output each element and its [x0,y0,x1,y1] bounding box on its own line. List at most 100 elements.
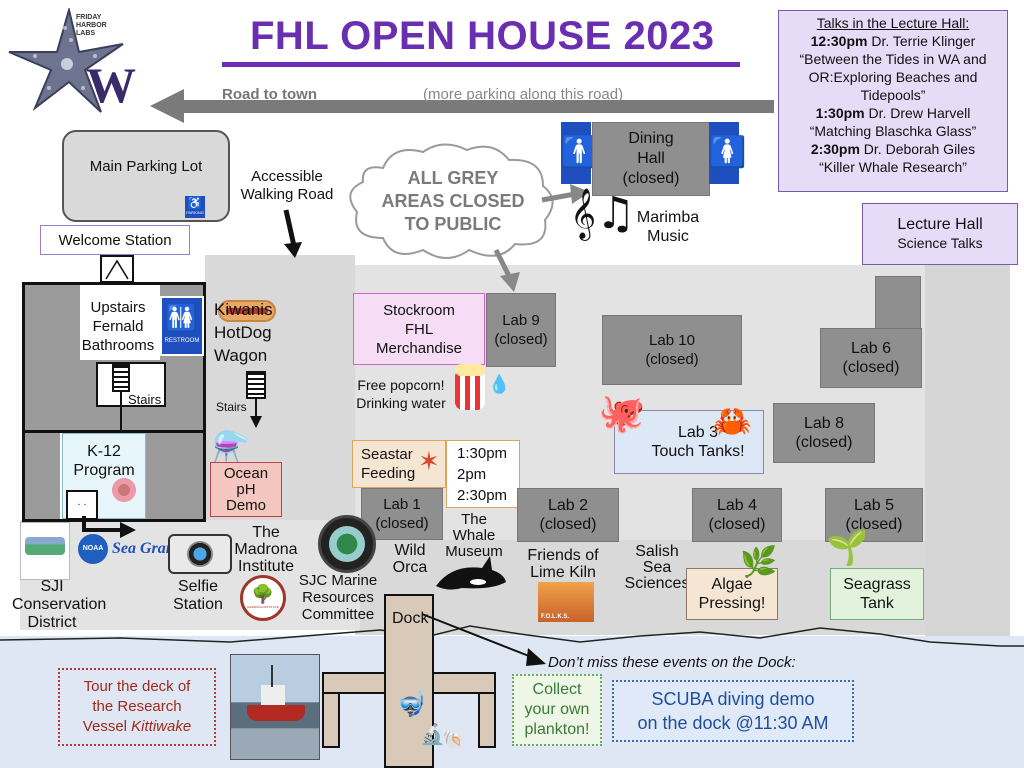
lab-5: Lab 5(closed) [825,488,923,542]
stairs-label-2: Stairs [216,400,247,414]
dock-events-note: Don’t miss these events on the Dock: [548,654,796,671]
talk-2: 1:30pm Dr. Drew Harvell [815,105,971,121]
fernald-divider [22,430,206,433]
music-notes-icon: 𝄞♫ [570,188,636,239]
lab-1: Lab 1(closed) [361,488,443,540]
talks-box: Talks in the Lecture Hall: 12:30pm Dr. T… [778,10,1008,192]
octopus-icon: 🐙 [598,393,646,435]
lab-8: Lab 8(closed) [773,403,875,463]
stairs-down-arrow-2 [250,398,262,428]
page-title: FHL OPEN HOUSE 2023 [250,14,715,58]
sea-urchin-icon [110,476,138,504]
dock-arm-right [432,672,496,694]
k12-exit-arrow [82,516,136,538]
accessible-parking-icon: ♿PARKING [185,196,205,218]
dock-pointer-arrow [421,613,546,666]
parking-label: Main Parking Lot [89,157,203,175]
popcorn-icon [455,364,485,410]
accessible-road-arrow [283,209,302,258]
title-underline [222,62,740,67]
algae-icon: 🌿 [740,546,778,579]
lab-2: Lab 2(closed) [517,488,619,542]
lab-6: Lab 6(closed) [820,328,922,388]
talk-3: 2:30pm Dr. Deborah Giles [810,141,976,157]
crab-icon: 🦀 [712,403,752,439]
madrona-logo: 🌳 MADRONA INSTITUTE [240,575,286,621]
sjc-marine-logo [318,515,376,573]
water-drops-icon: 💧 [488,374,511,394]
stairs-label-1: Stairs [128,392,162,407]
plankton-icon: 🐚 [442,730,465,750]
talks-heading: Talks in the Lecture Hall: [816,15,970,31]
seagrass-icon: 🌱 [826,529,869,567]
sji-logo [20,522,70,580]
shoreline [0,625,1024,647]
microscope-icon: 🔬 [420,724,445,746]
uw-logo: W [86,57,136,113]
restroom-sign: 🚻 RESTROOM [160,296,204,356]
stairs-icon-2 [246,371,266,399]
dock-label: Dock [392,610,429,627]
dock-arm-left [322,672,386,694]
stairs-box [96,362,166,407]
welcome-station: Welcome Station [40,225,190,255]
k12-door: · · [66,490,98,520]
seastar-logo-icon [8,8,124,113]
womens-restroom-sign: 🚺 [709,122,746,184]
lab-4: Lab 4(closed) [692,488,782,542]
talk-1-title: “Between the Tides in WA and OR:Explorin… [799,51,987,103]
talk-1: 12:30pm Dr. Terrie Klinger [810,33,976,49]
fernald-west-wing [25,285,80,430]
dock-arm-left-pier [322,692,340,748]
talk-2-title: “Matching Blaschka Glass” [809,123,977,139]
hotdog-icon [218,300,276,322]
folks-logo: F.O.L.K.S. [538,582,594,622]
orca-icon [436,556,506,590]
cloud-arrows [493,184,590,292]
road-arrow [150,89,774,123]
talk-3-title: “Killer Whale Research” [819,159,967,175]
fernald-south-east [145,433,203,519]
diver-icon: 🤿 [396,691,426,718]
grey-area-right [925,265,1010,640]
stairs-icon [112,364,130,392]
camera-icon [168,534,232,574]
lab-flasks-icon: ⚗️ [212,431,250,464]
welcome-tent [100,255,134,283]
dock-arm-right-pier [478,692,496,748]
popcorn-water-label: Free popcorn!Drinking water [356,377,446,411]
lab-9: Lab 9(closed) [486,293,556,367]
lab-10: Lab 10(closed) [602,315,742,385]
road-note: (more parking along this road) [423,86,624,103]
mens-restroom-sign: 🚹 [561,122,598,184]
road-label: Road to town [222,86,317,103]
closed-areas-cloud [349,143,554,259]
kittiwake-photo [230,654,320,760]
